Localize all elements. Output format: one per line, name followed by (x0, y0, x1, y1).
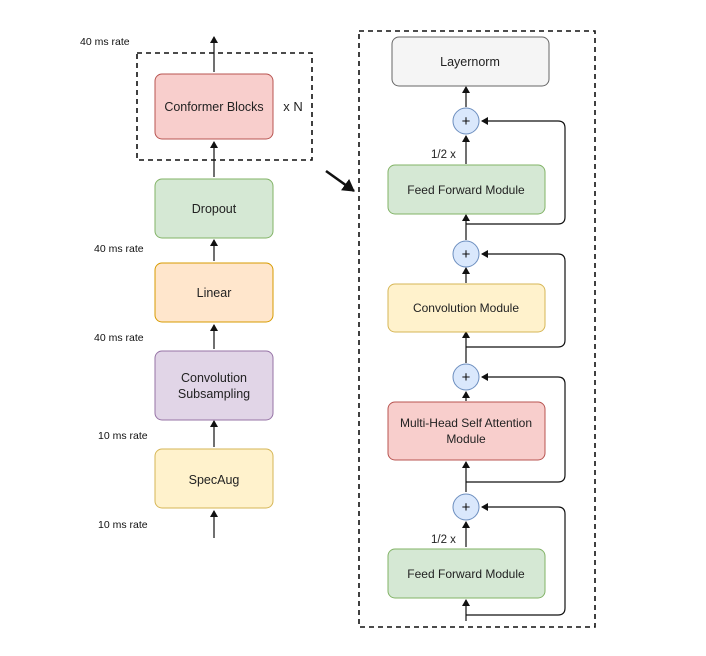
residual-path-2 (466, 250, 566, 348)
layernorm-box (391, 36, 550, 87)
plus-symbol-4: + (462, 499, 471, 516)
half-step-label-top: 1/2 x (431, 149, 456, 161)
ffm-top-label: Feed Forward Module (407, 183, 525, 197)
conv-subsampling-label-line1: Convolution (181, 371, 247, 385)
plus-symbol-3: + (462, 369, 471, 386)
rate-label-output: 40 ms rate (80, 36, 130, 48)
linear-label: Linear (197, 286, 232, 300)
ffm-bottom-box (387, 548, 546, 599)
mhsa-label-line1: Multi-Head Self Attention (400, 416, 532, 430)
rate-label-convsub-out: 40 ms rate (94, 332, 144, 344)
linear-box (154, 262, 274, 323)
conformer-block-detail: Layernorm Feed Forward Module Convolutio… (358, 30, 596, 628)
rate-label-input: 10 ms rate (98, 519, 148, 531)
ffm-top-box (387, 164, 546, 215)
mhsa-label-line2: Module (446, 432, 486, 446)
conformer-block-dashed-frame (358, 30, 596, 628)
plus-node-3: + (452, 363, 480, 391)
conv-subsampling-label-line2: Subsampling (178, 387, 250, 401)
layernorm-label: Layernorm (440, 55, 500, 69)
ffm-bottom-label: Feed Forward Module (407, 567, 525, 581)
conformer-blocks-label: Conformer Blocks (164, 100, 263, 114)
conv-module-box (387, 283, 546, 333)
rate-label-linear-out: 40 ms rate (94, 243, 144, 255)
conv-subsampling-box (154, 350, 274, 421)
residual-path-3 (466, 373, 566, 483)
conformer-repeat-dashed-frame (136, 52, 313, 161)
residual-path-1 (466, 117, 566, 225)
dropout-box (154, 178, 274, 239)
left-stack: Conformer Blocks x N Dropout Linear Conv… (80, 36, 313, 538)
expand-pointer-arrow (325, 169, 355, 193)
plus-node-2: + (452, 240, 480, 268)
conv-module-label: Convolution Module (413, 301, 519, 315)
specaug-label: SpecAug (189, 473, 240, 487)
residual-path-4 (466, 503, 566, 616)
conformer-blocks-box (154, 73, 274, 140)
specaug-box (154, 448, 274, 509)
mhsa-box (387, 401, 546, 461)
plus-node-4: + (452, 493, 480, 521)
repeat-label: x N (283, 99, 303, 114)
plus-symbol-1: + (462, 113, 471, 130)
dropout-label: Dropout (192, 202, 237, 216)
half-step-label-bottom: 1/2 x (431, 534, 456, 546)
rate-label-specaug-out: 10 ms rate (98, 430, 148, 442)
plus-node-1: + (452, 107, 480, 135)
plus-symbol-2: + (462, 246, 471, 263)
